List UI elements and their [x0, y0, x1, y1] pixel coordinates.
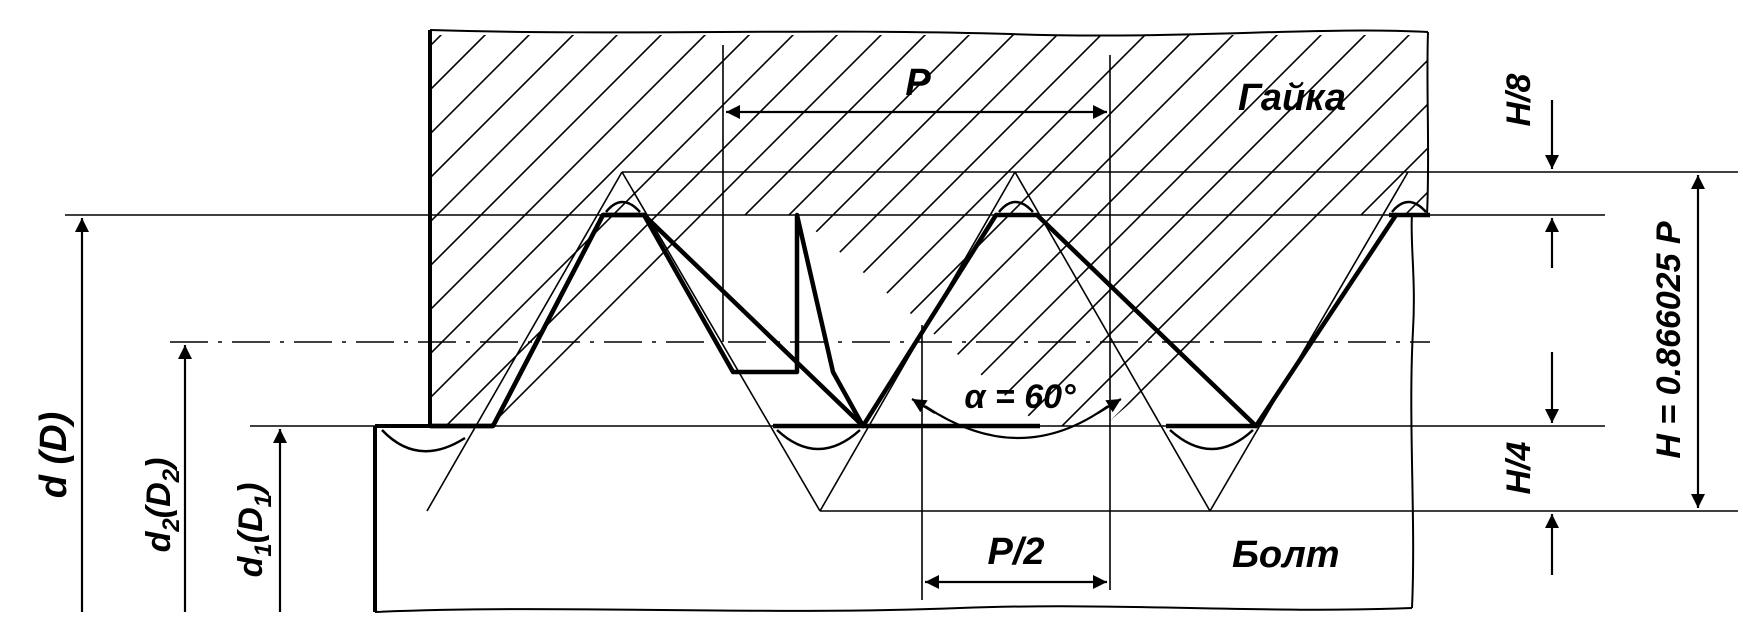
- labels: P Гайка Болт P/2 α = 60° H/8 H/4 H = 0.8…: [33, 62, 1688, 577]
- reference-lines: [65, 171, 1738, 512]
- bolt-label: Болт: [1232, 534, 1340, 576]
- pitch-label: P: [905, 62, 931, 104]
- nut-label: Гайка: [1238, 77, 1346, 119]
- h8-label: H/8: [1500, 73, 1538, 126]
- root-arcs: [381, 200, 1427, 453]
- dimension-arrows: [75, 100, 1705, 612]
- height-formula-label: H = 0.866025 P: [1650, 221, 1688, 459]
- angle-label: α = 60°: [964, 378, 1076, 416]
- angle-arc: [924, 405, 1109, 439]
- bolt-bottom-break-line: [374, 605, 1413, 613]
- nut-top-break-line: [429, 29, 1429, 37]
- bolt-body: [373, 214, 1415, 613]
- nut-right-break-line: [1426, 31, 1430, 216]
- vertical-refs: [722, 45, 1111, 600]
- minor-diameter-label: d1(D1): [232, 483, 277, 578]
- major-diameter-label: d (D): [33, 412, 75, 499]
- thread-flanks: [490, 212, 1399, 429]
- h4-label: H/4: [1500, 441, 1538, 494]
- pitch-diameter-label: d2(D2): [140, 458, 185, 553]
- half-pitch-label: P/2: [987, 531, 1044, 573]
- bolt-right-break-line: [1410, 214, 1415, 609]
